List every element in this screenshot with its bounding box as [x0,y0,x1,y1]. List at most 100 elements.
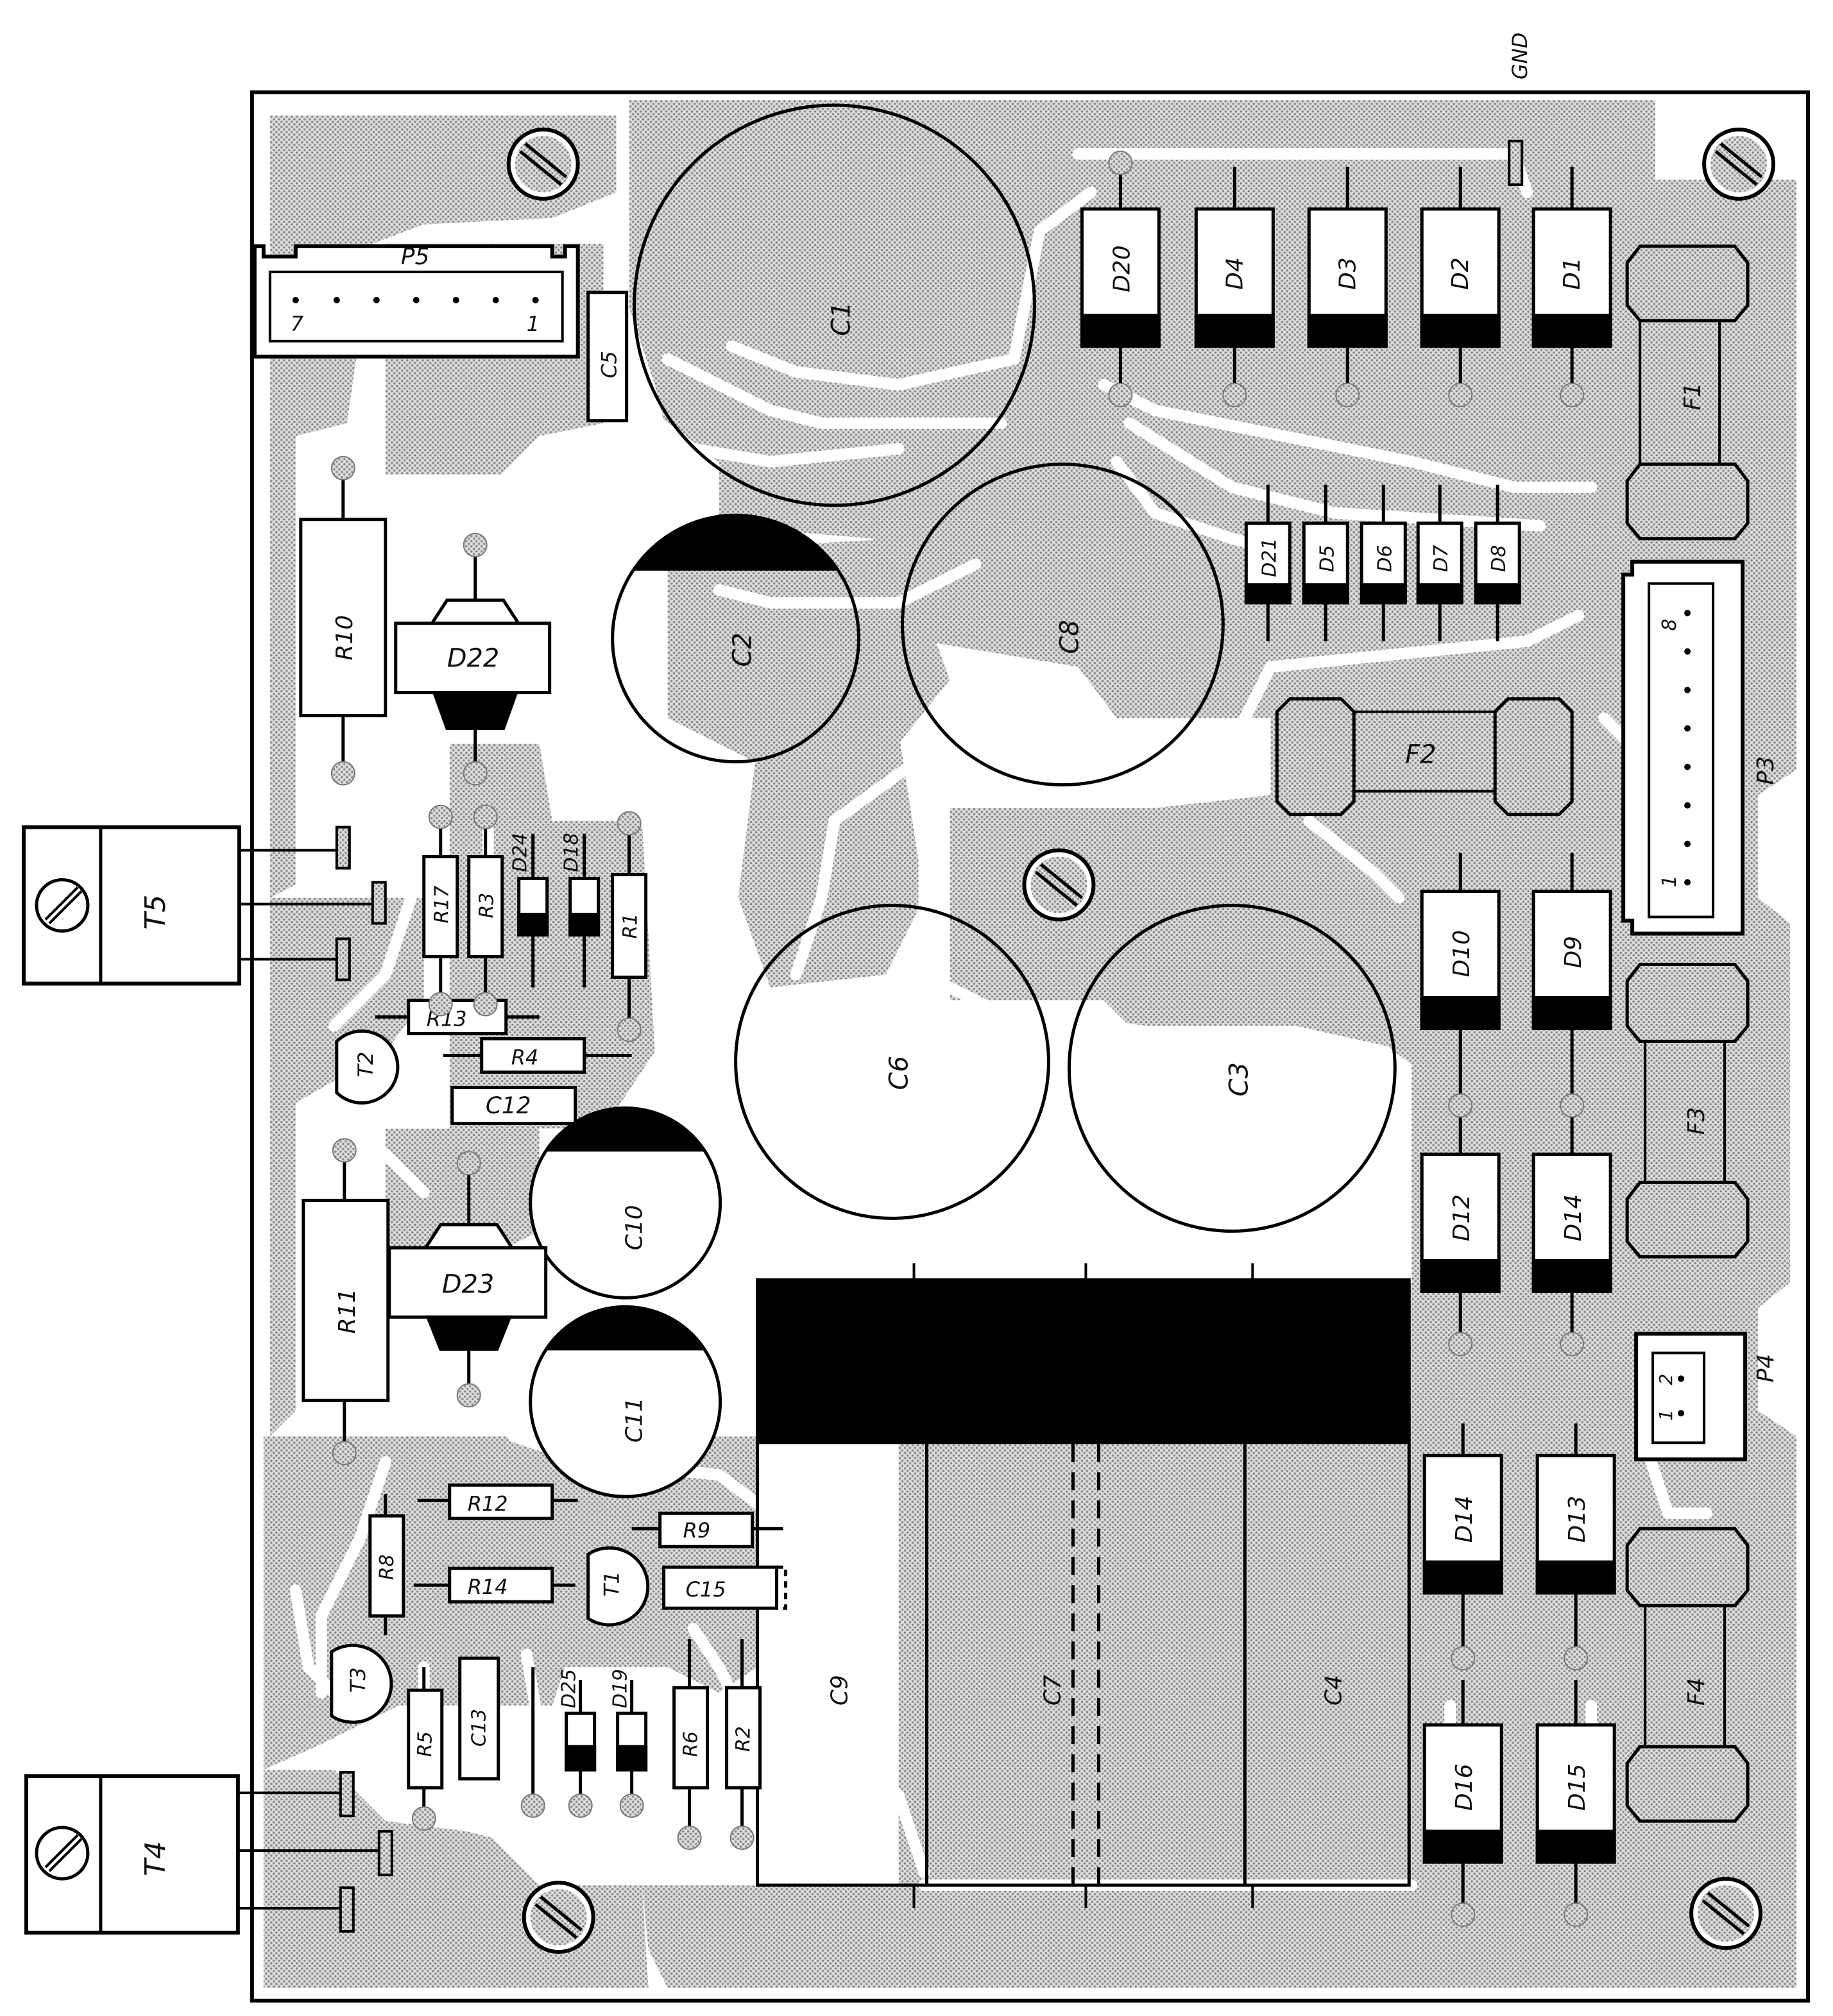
d19-label: D19 [610,1669,632,1708]
fuse-f2: F2 [1275,697,1574,817]
p4-pin-2: 2 [1655,1374,1676,1385]
d12-label: D12 [1449,1194,1475,1241]
fuse-f3: F3 [1625,963,1750,1258]
connector-p5: P5 7 1 [252,244,580,359]
f2-label: F2 [1405,740,1436,770]
r6-label: R6 [680,1731,703,1757]
screw-icon [524,1883,593,1952]
d10-label: D10 [1449,930,1475,977]
capacitor-c5: C5 [586,291,629,423]
d25-label: D25 [558,1669,581,1708]
t3-label: T3 [346,1667,370,1693]
d24-label: D24 [509,833,532,872]
fuse-f1: F1 [1625,244,1750,541]
r9-label: R9 [683,1518,711,1543]
r14-label: R14 [468,1575,508,1599]
d14-label-upper: D14 [1560,1194,1587,1241]
c6-label: C6 [885,1056,914,1090]
gnd-label: GND [1508,33,1532,80]
c2-label: C2 [728,632,758,666]
transistor-t5: T5 [21,825,387,986]
r17-label: R17 [431,886,454,924]
c7-label: C7 [1039,1675,1066,1706]
d7-label: D7 [1430,545,1453,572]
capacitor-c1: C1 [633,103,1036,507]
d20-label: D20 [1109,245,1135,292]
d18-label: D18 [561,833,583,872]
r8-label: R8 [376,1554,398,1580]
t1-label: T1 [600,1571,624,1597]
fuse-f4: F4 [1625,1527,1750,1823]
r2-label: R2 [733,1726,755,1752]
p3-pin-last: 1 [1658,875,1681,887]
d22-label: D22 [447,644,500,673]
d6-label: D6 [1374,545,1396,572]
c8-label: C8 [1055,620,1084,654]
p4-pin-1: 1 [1655,1409,1676,1421]
f4-label: F4 [1684,1678,1710,1706]
resistor-r10 [299,471,388,770]
c10-label: C10 [622,1205,648,1250]
c5-label: C5 [597,351,622,378]
gnd-pad [1508,139,1524,186]
capacitor-c2: C2 [611,513,861,764]
diode-row-small [1244,484,1521,641]
diode-d23 [388,1167,548,1392]
capacitor-c10: C10 [529,1106,722,1300]
d13-label: D13 [1564,1496,1590,1543]
transistor-t1: T1 [586,1546,650,1627]
p3-label: P3 [1753,756,1779,785]
screw-icon [1024,851,1093,920]
r11-label: R11 [334,1289,361,1334]
r5-label: R5 [414,1731,437,1757]
screw-icon [509,130,578,199]
transistor-t4: T4 [24,1771,393,1935]
capacitor-c8: C8 [901,462,1225,787]
p3-pin-first: 8 [1658,619,1681,631]
t5-label: T5 [139,895,172,930]
t4-label: T4 [139,1841,172,1876]
r10-label: R10 [332,615,358,661]
d23-label: D23 [442,1269,495,1299]
small-vertical-parts-lower [407,1639,762,1834]
screw-icon [1704,130,1773,199]
connector-p4: P4 2 1 [1634,1332,1779,1462]
capacitor-block: C9 C7 C4 [756,1263,1411,1909]
c12-label: C12 [486,1092,531,1119]
r4-label: R4 [511,1045,539,1069]
p5-label: P5 [401,244,430,270]
p4-label: P4 [1753,1354,1779,1383]
transistor-t3: T3 [330,1643,393,1724]
r1-label: R1 [620,913,642,939]
d16-label: D16 [1451,1764,1478,1811]
r3-label: R3 [476,893,499,919]
capacitor-c6: C6 [734,904,1050,1220]
d5-label: D5 [1316,545,1338,572]
d21-label: D21 [1258,538,1281,577]
capacitor-c3: C3 [1067,904,1397,1233]
c1-label: C1 [827,301,857,335]
resistor-r8 [368,1494,405,1636]
small-vertical-parts-upper [422,820,648,1026]
horizontal-parts-lower [413,1483,788,1610]
d9-label: D9 [1560,936,1587,969]
p5-pin-last: 1 [527,312,540,336]
d15-label: D15 [1564,1764,1590,1811]
c15-label: C15 [686,1577,726,1602]
f1-label: F1 [1680,382,1706,411]
diode-row-top [1080,166,1612,391]
c4-label: C4 [1320,1675,1347,1706]
t2-label: T2 [354,1052,378,1078]
c11-label: C11 [622,1397,648,1443]
d4-label: D4 [1222,257,1248,290]
diode-row-right [1420,852,1616,1911]
c3-label: C3 [1224,1062,1254,1096]
capacitor-c11: C11 [529,1305,722,1498]
d14-label-lower: D14 [1451,1496,1478,1543]
d8-label: D8 [1488,545,1510,572]
screw-icon [1691,1879,1761,1948]
d2-label: D2 [1447,257,1474,290]
horizontal-parts-upper [375,999,632,1125]
r12-label: R12 [468,1491,508,1516]
